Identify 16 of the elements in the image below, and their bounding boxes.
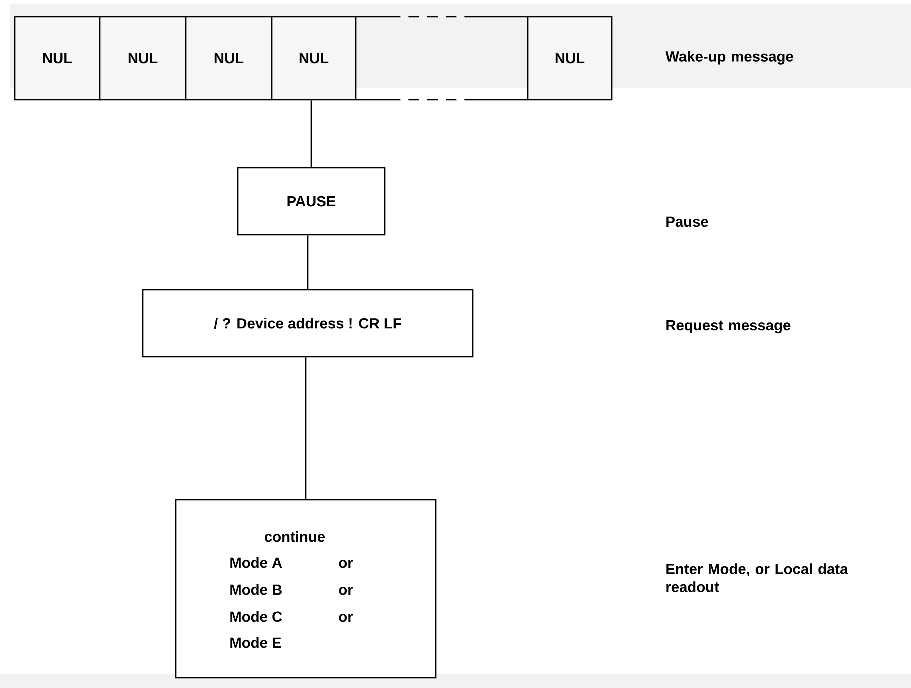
message-cell: NUL <box>99 16 187 101</box>
process-box: / ? Device address ! CR LF <box>142 289 474 358</box>
side-label: Enter Mode, or Local data readout <box>666 564 848 592</box>
side-label: Request message <box>666 320 791 334</box>
connector-line <box>305 358 307 500</box>
connector-line <box>310 100 312 168</box>
open-cell <box>356 16 528 101</box>
message-cell: NUL <box>527 16 613 101</box>
side-label: Wake-up message <box>666 51 794 65</box>
process-box: PAUSE <box>237 167 386 236</box>
message-cell: NUL <box>185 16 273 101</box>
message-cell: NUL <box>271 16 357 101</box>
connector-line <box>307 236 309 290</box>
side-label: Pause <box>666 216 708 228</box>
message-cell: NUL <box>14 16 101 101</box>
mode-box: continue Mode A or Mode B or Mode C or Mode E <box>175 499 437 679</box>
